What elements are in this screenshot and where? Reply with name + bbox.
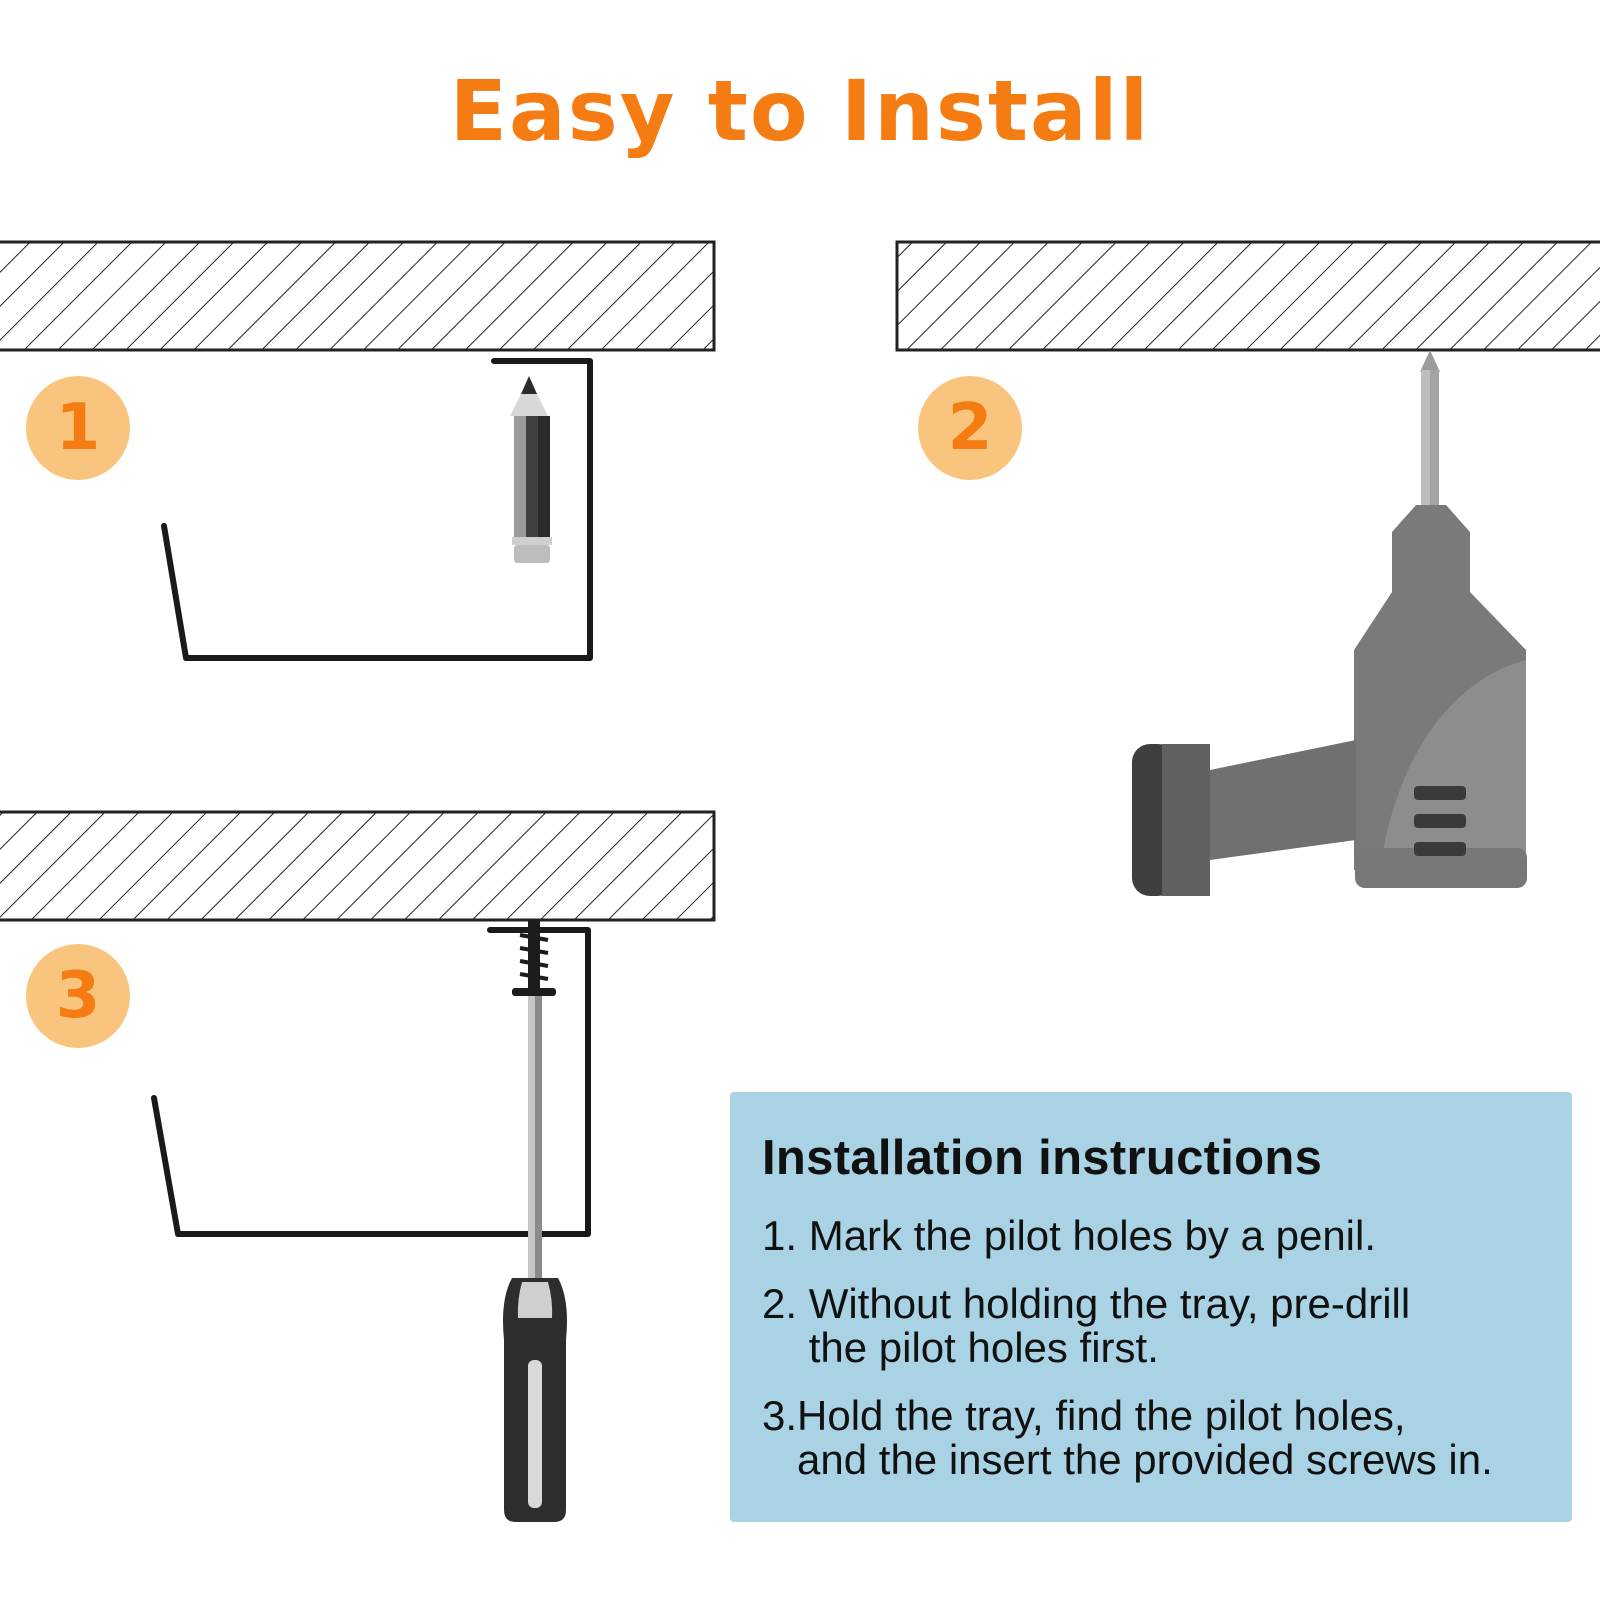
instruction-number: 1. (762, 1212, 809, 1259)
step-badge-3: 3 (26, 944, 130, 1048)
ceiling-slab-2 (895, 240, 1600, 352)
instruction-text: Hold the tray, find the pilot holes, (797, 1392, 1406, 1439)
step-number-2: 2 (947, 391, 993, 465)
instruction-text: Without holding the tray, pre-drill (808, 1280, 1411, 1327)
instruction-item-3: 3. Hold the tray, find the pilot holes, … (762, 1394, 1572, 1482)
instruction-item-2: 2. Without holding the tray, pre-drill t… (762, 1282, 1572, 1370)
instruction-text-continued: the pilot holes first. (808, 1324, 1159, 1371)
ceiling-slab-1 (0, 240, 716, 352)
step-badge-1: 1 (26, 376, 130, 480)
instructions-panel: Installation instructions 1. Mark the pi… (730, 1092, 1572, 1522)
step-badge-2: 2 (918, 376, 1022, 480)
step-number-3: 3 (55, 959, 101, 1033)
instructions-heading: Installation instructions (762, 1131, 1323, 1185)
screw-icon (512, 920, 556, 996)
tray-bracket-icon (161, 358, 593, 661)
page-title: Easy to Install (449, 62, 1151, 160)
instruction-text-continued: and the insert the provided screws in. (797, 1436, 1493, 1483)
instruction-number: 2. (762, 1280, 809, 1327)
pencil-icon (510, 376, 552, 563)
drill-icon (1132, 350, 1527, 896)
ceiling-slab-3 (0, 810, 716, 922)
instruction-text: Mark the pilot holes by a penil. (808, 1212, 1377, 1259)
tray-bracket-icon (151, 927, 591, 1237)
instruction-number: 3. (762, 1392, 798, 1439)
screwdriver-icon (503, 996, 567, 1522)
step-number-1: 1 (55, 391, 101, 465)
instruction-item-1: 1. Mark the pilot holes by a penil. (762, 1214, 1572, 1258)
